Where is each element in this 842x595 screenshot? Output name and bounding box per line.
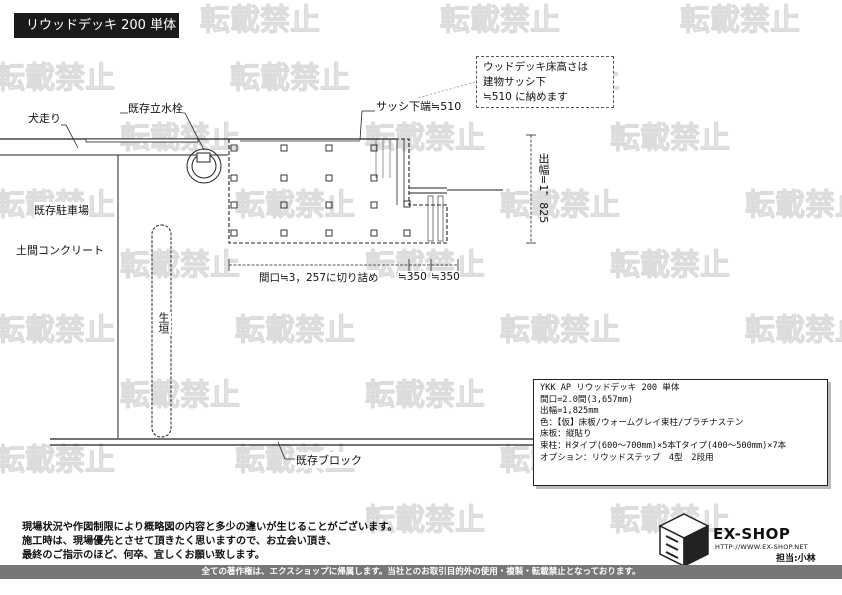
- deck-post: [230, 174, 238, 182]
- spec-line: オプション：リウッドステップ 4型 2段用: [540, 452, 714, 463]
- deck-post: [280, 174, 288, 182]
- logo-cube-icon: [658, 513, 710, 568]
- deck-post: [370, 229, 378, 237]
- note-line: ≒510 に納めます: [483, 91, 568, 103]
- label-dim-350-a: ≒350: [398, 271, 427, 283]
- watermark-text: 転載禁止: [120, 378, 240, 413]
- spec-line: 床板：縦貼り: [540, 429, 592, 440]
- step-post-1: [427, 195, 434, 242]
- watermark-text: 転載禁止: [230, 61, 350, 96]
- spec-line: 束柱：Hタイプ(600～700mm)×5本Tタイプ(400～500mm)×7本: [540, 440, 787, 451]
- label-concrete: 土間コンクリート: [16, 242, 104, 258]
- logo-url: HTTP://WWW.EX-SHOP.NET: [715, 543, 809, 551]
- watermark-text: 転載禁止: [120, 248, 240, 283]
- deck-post: [370, 201, 378, 209]
- step-post-2: [437, 195, 444, 242]
- label-parking: 既存駐車場: [34, 202, 89, 218]
- disclaimer-line: 現場状況や作図制限により概略図の内容と多少の違いが生じることがございます。: [22, 522, 398, 533]
- watermark-text: 転載禁止: [200, 3, 320, 38]
- deck-post: [230, 201, 238, 209]
- deck-post: [403, 229, 411, 237]
- watermark-text: 転載禁止: [680, 3, 800, 38]
- leader-faucet: [120, 112, 205, 151]
- watermark-text: 転載禁止: [365, 248, 485, 283]
- label-inuhashiri: 犬走り: [28, 110, 61, 126]
- deck-post: [370, 174, 378, 182]
- deck-post: [325, 229, 333, 237]
- copyright-footer: 全ての著作権は、エクスショップに帰属します。当社とのお取引目的外の使用・複製・転…: [0, 565, 842, 579]
- deck-outline: [228, 138, 448, 244]
- watermark-text: 転載禁止: [365, 503, 485, 538]
- watermark-text: 転載禁止: [0, 443, 115, 478]
- watermark-text: 転載禁止: [500, 313, 620, 348]
- leader-block: [277, 441, 295, 460]
- faucet-head: [196, 152, 211, 163]
- watermark-text: 転載禁止: [0, 61, 115, 96]
- deck-post: [280, 229, 288, 237]
- watermark-text: 転載禁止: [610, 248, 730, 283]
- disclaimer-line: 最終のご指示のほど、何卒、宜しくお願い致します。: [22, 550, 265, 561]
- deck-posts: [230, 144, 411, 237]
- deck-post: [280, 144, 288, 152]
- watermark-text: 転載禁止: [235, 188, 355, 223]
- deck-post: [230, 144, 238, 152]
- spec-line: 色：【仮】床板/ウォームグレイ束柱/プラチナステン: [540, 417, 744, 428]
- label-sash: サッシ下端≒510: [376, 98, 462, 114]
- label-faucet: 既存立水栓: [128, 100, 183, 116]
- deck-post: [325, 144, 333, 152]
- faucet-outer-ring: [186, 148, 222, 184]
- disclaimer-line: 施工時は、現場優先とさせて頂きたく思いますので、お立会い頂き、: [22, 536, 337, 547]
- watermark-text: 転載禁止: [440, 3, 560, 38]
- deck-post: [403, 200, 411, 208]
- watermark-text: 転載禁止: [745, 313, 842, 348]
- watermark-text: 転載禁止: [500, 188, 620, 223]
- label-hedge: 生垣: [155, 312, 171, 334]
- staff-label: 担当:小林: [776, 554, 816, 564]
- deck-post: [325, 201, 333, 209]
- label-depth: 出幅=1，825: [537, 153, 550, 224]
- note-box: ウッドデッキ床高さは 建物サッシ下 ≒510 に納めます: [476, 56, 614, 108]
- label-block: 既存ブロック: [296, 452, 362, 468]
- logo-name: EX-SHOP: [713, 525, 791, 543]
- watermark-text: 転載禁止: [745, 188, 842, 223]
- spec-line: 間口=2.0間(3,657mm): [540, 394, 634, 405]
- deck-post: [325, 174, 333, 182]
- label-width: 間口≒3，257に切り詰め: [259, 270, 379, 285]
- deck-post: [230, 229, 238, 237]
- deck-post: [370, 144, 378, 152]
- watermark-text: 転載禁止: [0, 313, 115, 348]
- note-line: 建物サッシ下: [483, 76, 546, 88]
- note-line: ウッドデッキ床高さは: [483, 61, 588, 73]
- leader-inuhashiri: [56, 124, 79, 149]
- deck-post: [280, 201, 288, 209]
- spec-line: 出幅=1,825mm: [540, 406, 599, 417]
- hedge-shape: [151, 224, 172, 438]
- spec-line: YKK AP リウッドデッキ 200 単体: [540, 383, 680, 393]
- watermark-text: 転載禁止: [610, 121, 730, 156]
- drawing-title: リウッドデッキ 200 単体: [14, 13, 179, 38]
- disclaimer: 現場状況や作図制限により概略図の内容と多少の違いが生じることがございます。 施工…: [22, 521, 398, 563]
- spec-box: YKK AP リウッドデッキ 200 単体 間口=2.0間(3,657mm) 出…: [533, 379, 828, 486]
- watermark-text: 転載禁止: [235, 313, 355, 348]
- sash-rail: [85, 138, 199, 143]
- leader-sash: [359, 110, 375, 141]
- label-dim-350-b: ≒350: [431, 271, 460, 283]
- watermark-text: 転載禁止: [365, 378, 485, 413]
